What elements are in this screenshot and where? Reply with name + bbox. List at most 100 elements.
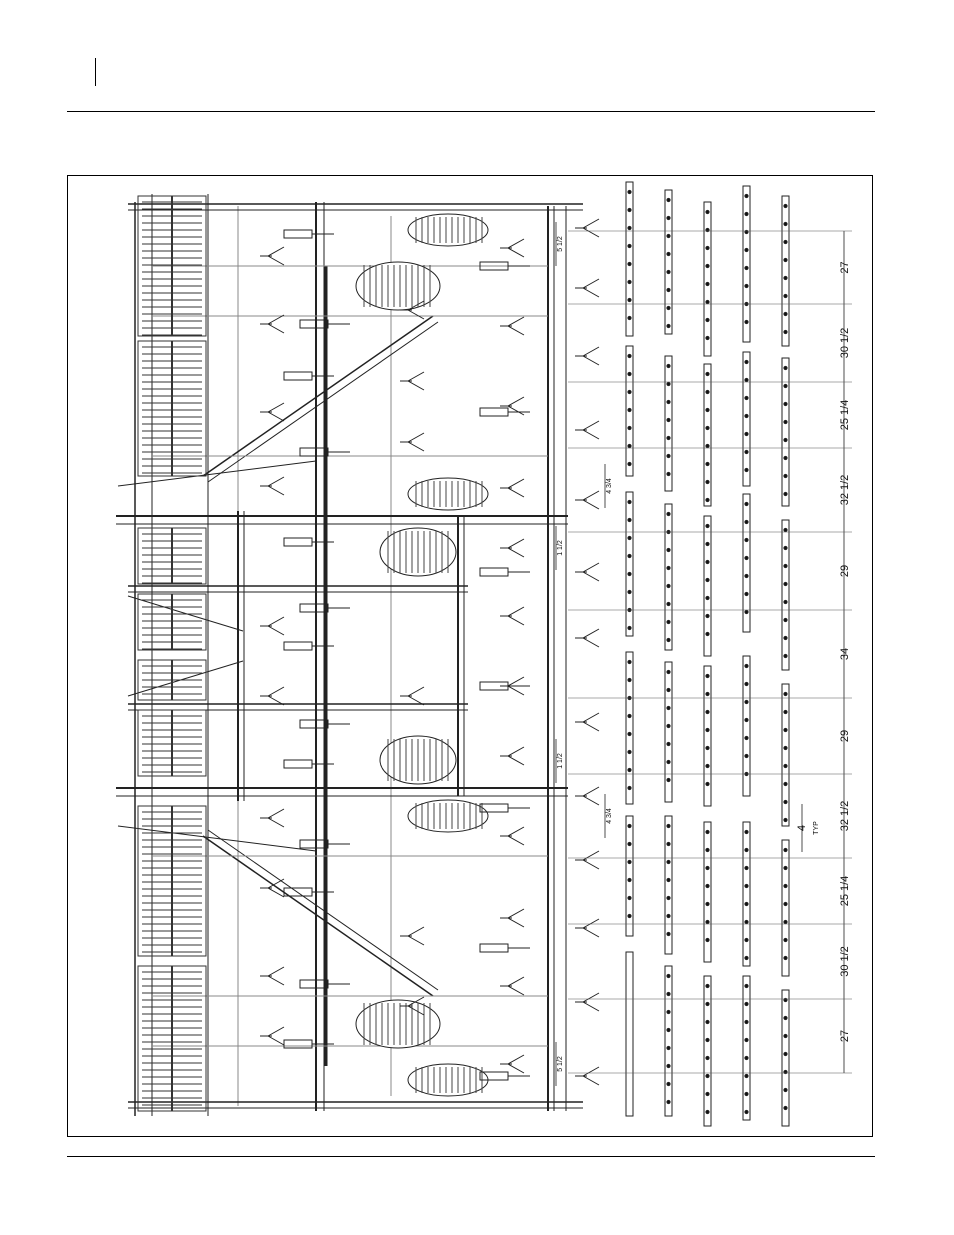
harrow-tooth — [628, 426, 631, 429]
harrow-tooth — [667, 1100, 670, 1103]
harrow-tooth — [628, 714, 631, 717]
harrow-tooth — [745, 884, 748, 887]
spacing-dimension-label: 34 — [839, 648, 851, 660]
harrow-bar — [704, 364, 711, 506]
harrow-tooth — [706, 480, 709, 483]
sweep-shovel — [500, 317, 524, 335]
harrow-tooth — [706, 1092, 709, 1095]
harrow-tooth — [745, 194, 748, 197]
sweep-shovel — [260, 477, 284, 495]
harrow-tooth — [667, 584, 670, 587]
harrow-tooth — [784, 438, 787, 441]
sweep-shovel — [575, 421, 599, 439]
harrow-tooth — [628, 244, 631, 247]
harrow-tooth — [784, 764, 787, 767]
harrow-tooth — [745, 378, 748, 381]
harrow-tooth — [706, 614, 709, 617]
shank-clamp — [284, 1040, 312, 1048]
harrow-tooth — [784, 384, 787, 387]
harrow-tooth — [784, 866, 787, 869]
harrow-tooth — [745, 1074, 748, 1077]
harrow-tooth — [745, 830, 748, 833]
harrow-tooth — [784, 546, 787, 549]
harrow-tooth — [784, 884, 787, 887]
harrow-tooth — [667, 742, 670, 745]
harrow-tooth — [628, 208, 631, 211]
harrow-tooth — [745, 664, 748, 667]
harrow-tooth — [745, 320, 748, 323]
harrow-tooth — [667, 1082, 670, 1085]
harrow-tooth — [745, 718, 748, 721]
harrow-bar — [743, 822, 750, 966]
harrow-tooth — [628, 500, 631, 503]
harrow-bar — [665, 190, 672, 334]
harrow-tooth — [745, 248, 748, 251]
harrow-tooth — [628, 732, 631, 735]
sweep-shovel — [575, 219, 599, 237]
harrow-tooth — [667, 932, 670, 935]
harrow-tooth — [628, 914, 631, 917]
harrow-tooth — [745, 212, 748, 215]
sweep-shovel — [260, 1027, 284, 1045]
harrow-tooth — [745, 432, 748, 435]
header-rule — [67, 111, 875, 112]
shank-clamp — [480, 568, 508, 576]
sweep-shovel — [260, 809, 284, 827]
spacing-dimension-label: 32 1/2 — [839, 801, 851, 832]
harrow-tooth — [745, 538, 748, 541]
harrow-tooth — [706, 632, 709, 635]
harrow-tooth — [706, 710, 709, 713]
harrow-tooth — [667, 364, 670, 367]
offset-dimension-label: 4 3/4 — [606, 808, 613, 824]
harrow-bar — [782, 684, 789, 826]
harrow-tooth — [706, 336, 709, 339]
harrow-tooth — [745, 956, 748, 959]
harrow-tooth — [667, 512, 670, 515]
harrow-tooth — [628, 390, 631, 393]
sweep-shovel — [260, 247, 284, 265]
harrow-tooth — [667, 1064, 670, 1067]
harrow-tooth — [628, 678, 631, 681]
harrow-tooth — [667, 992, 670, 995]
sweep-shovel — [575, 563, 599, 581]
harrow-tooth — [706, 1002, 709, 1005]
sweep-shovel — [575, 993, 599, 1011]
sweep-shovel — [575, 1067, 599, 1085]
harrow-tooth — [628, 298, 631, 301]
harrow-tooth — [784, 654, 787, 657]
harrow-bar — [704, 976, 711, 1126]
harrow-tooth — [784, 276, 787, 279]
harrow-tooth — [745, 1020, 748, 1023]
harrow-tooth — [745, 700, 748, 703]
harrow-tooth — [667, 670, 670, 673]
harrow-tooth — [745, 414, 748, 417]
harrow-tooth — [706, 746, 709, 749]
sweep-shovel — [500, 977, 524, 995]
harrow-tooth — [628, 462, 631, 465]
harrow-tooth — [706, 372, 709, 375]
harrow-tooth — [745, 920, 748, 923]
harrow-tooth — [706, 1020, 709, 1023]
harrow-tooth — [745, 1038, 748, 1041]
harrow-tooth — [628, 226, 631, 229]
spacing-dimension-label: 25 1/4 — [839, 876, 851, 907]
harrow-tooth — [784, 222, 787, 225]
harrow-tooth — [745, 468, 748, 471]
offset-dimension-label: 1 1/2 — [557, 753, 564, 769]
harrow-bar — [743, 186, 750, 342]
harrow-tooth — [745, 502, 748, 505]
harrow-tooth — [667, 252, 670, 255]
offset-dimension-label: 5 1/2 — [557, 236, 564, 252]
harrow-tooth — [706, 578, 709, 581]
harrow-tooth — [667, 1010, 670, 1013]
harrow-bar — [782, 840, 789, 976]
harrow-tooth — [784, 294, 787, 297]
sweep-shovel — [575, 629, 599, 647]
sweep-shovel — [500, 239, 524, 257]
harrow-tooth — [745, 610, 748, 613]
harrow-tooth — [628, 280, 631, 283]
harrow-tooth — [706, 728, 709, 731]
harrow-tooth — [628, 878, 631, 881]
